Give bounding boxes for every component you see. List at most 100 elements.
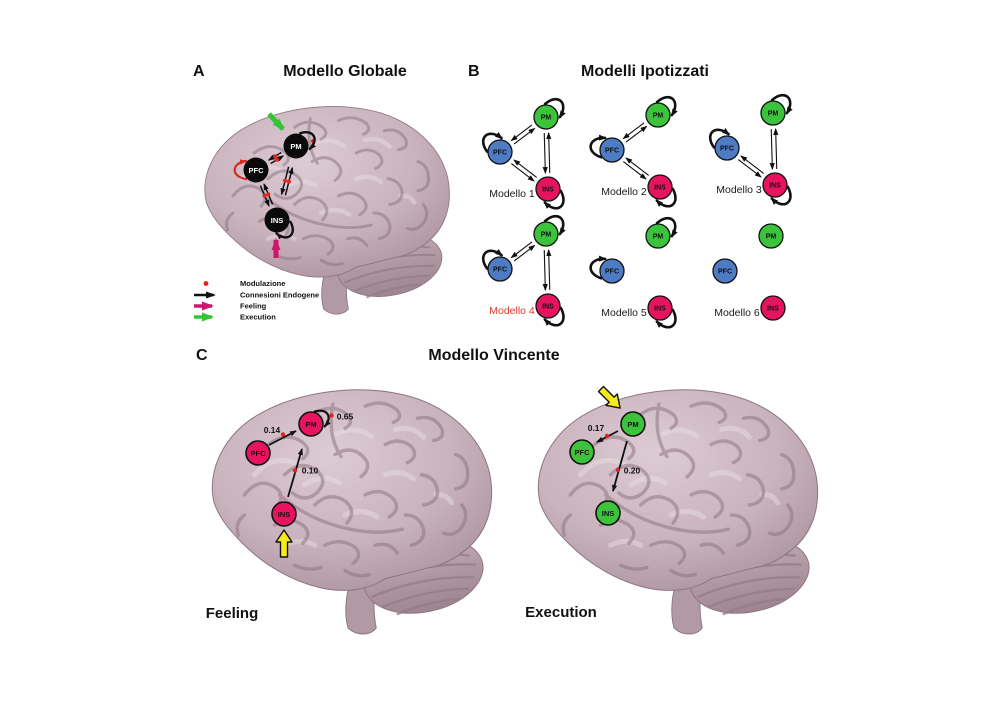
node-ins-label: INS bbox=[271, 216, 284, 225]
node-pm-label: PM bbox=[305, 420, 316, 429]
node-pfc bbox=[487, 139, 513, 165]
node-pfc-label: PFC bbox=[720, 146, 734, 153]
panel-a-nodes: PFC PM INS bbox=[243, 133, 309, 233]
legend-red-dot-icon bbox=[203, 281, 209, 286]
self-loop bbox=[655, 308, 677, 329]
node-pm bbox=[620, 411, 646, 437]
self-loop bbox=[543, 97, 566, 119]
node-pfc bbox=[487, 256, 513, 282]
connection-arrow bbox=[546, 248, 552, 290]
execution-caption: Execution bbox=[525, 604, 597, 621]
node-ins bbox=[647, 295, 673, 321]
panel-a-legend: Modulazione Connesioni Endogene Feeling … bbox=[194, 279, 319, 322]
node-ins bbox=[535, 176, 561, 202]
model-label: Modello 6 bbox=[714, 307, 760, 319]
node-ins bbox=[760, 295, 786, 321]
node-ins bbox=[264, 207, 290, 233]
legend-label-execution: Execution bbox=[240, 313, 276, 322]
node-pm bbox=[645, 102, 671, 128]
yellow-input-arrow bbox=[597, 385, 621, 409]
connection-arrow bbox=[542, 133, 548, 175]
self-loop bbox=[543, 306, 565, 327]
yellow-input-arrow bbox=[275, 529, 293, 558]
feeling-network: 0.14 0.65 0.10 PFC PM INS bbox=[245, 409, 354, 558]
panel-a-network: PFC PM INS Modulazione Connesioni Endoge… bbox=[194, 112, 319, 322]
self-loop bbox=[543, 189, 565, 210]
param-ins-pm: 0.10 bbox=[302, 466, 319, 476]
node-pm-label: PM bbox=[653, 234, 664, 241]
node-pm-label: PM bbox=[290, 142, 301, 151]
legend-label-endogenous: Connesioni Endogene bbox=[240, 291, 319, 300]
node-ins-label: INS bbox=[769, 183, 781, 190]
param-pfc-pm: 0.14 bbox=[264, 425, 281, 435]
node-ins bbox=[271, 501, 297, 527]
self-loop bbox=[655, 95, 678, 117]
panel-c-label: C bbox=[196, 347, 208, 364]
panel-b-models: PM PFC INS Modello 1 PM PFC INS Modello 2 PM PFC I… bbox=[481, 93, 793, 329]
connection-arrow bbox=[740, 155, 765, 174]
ins-self-loop bbox=[275, 220, 294, 240]
modulation-dots bbox=[604, 433, 621, 473]
execution-input-arrow bbox=[267, 112, 285, 131]
self-loop bbox=[708, 128, 731, 149]
node-pm bbox=[645, 223, 671, 249]
pfc-self-loop bbox=[233, 159, 248, 181]
pm-to-ins-arrow bbox=[612, 440, 628, 492]
node-pfc bbox=[714, 135, 740, 161]
connection-arrow bbox=[542, 250, 548, 292]
model-label: Modello 3 bbox=[716, 184, 762, 196]
legend-label-modulation: Modulazione bbox=[240, 279, 285, 288]
connection-arrow bbox=[737, 159, 762, 178]
param-pm-self: 0.65 bbox=[337, 412, 354, 422]
connection-arrow bbox=[546, 131, 552, 173]
connection-arrow bbox=[769, 129, 775, 171]
node-ins-label: INS bbox=[654, 185, 666, 192]
node-pfc bbox=[569, 439, 595, 465]
connection-arrow bbox=[513, 127, 536, 145]
node-ins-label: INS bbox=[278, 510, 291, 519]
node-pm-label: PM bbox=[541, 232, 552, 239]
model-modello-1: PM PFC INS Modello 1 bbox=[481, 97, 566, 210]
node-pfc-label: PFC bbox=[575, 448, 591, 457]
node-pfc-label: PFC bbox=[493, 150, 507, 157]
legend-label-feeling: Feeling bbox=[240, 302, 267, 311]
model-label: Modello 5 bbox=[601, 307, 647, 319]
node-pm bbox=[758, 223, 784, 249]
node-ins bbox=[535, 293, 561, 319]
param-pm-pfc: 0.17 bbox=[588, 423, 605, 433]
feeling-caption: Feeling bbox=[205, 605, 259, 622]
node-pfc bbox=[599, 137, 625, 163]
self-loop bbox=[481, 132, 504, 153]
node-pm-label: PM bbox=[766, 234, 777, 241]
node-pm bbox=[298, 411, 324, 437]
model-modello-2: PM PFC INS Modello 2 bbox=[589, 95, 678, 208]
node-pm-label: PM bbox=[653, 113, 664, 120]
node-ins-label: INS bbox=[542, 187, 554, 194]
node-pm bbox=[760, 100, 786, 126]
node-pfc-label: PFC bbox=[718, 269, 732, 276]
connection-arrow bbox=[625, 157, 650, 176]
node-ins-label: INS bbox=[767, 306, 779, 313]
node-ins-label: INS bbox=[654, 306, 666, 313]
model-modello-6: PM PFC INS Modello 6 bbox=[712, 223, 786, 321]
model-label: Modello 1 bbox=[489, 188, 535, 200]
node-ins bbox=[762, 172, 788, 198]
node-pfc-label: PFC bbox=[605, 148, 619, 155]
self-loop bbox=[589, 134, 607, 159]
panel-b-label: B bbox=[468, 63, 480, 80]
self-loop bbox=[589, 255, 607, 280]
model-label: Modello 2 bbox=[601, 186, 647, 198]
node-pfc-label: PFC bbox=[493, 267, 507, 274]
self-loop bbox=[770, 185, 792, 206]
self-loop bbox=[655, 216, 678, 238]
self-loop bbox=[770, 93, 793, 115]
node-pfc bbox=[599, 258, 625, 284]
node-pfc-label: PFC bbox=[605, 269, 619, 276]
node-pm-label: PM bbox=[541, 115, 552, 122]
panel-a-label: A bbox=[193, 63, 205, 80]
execution-network: 0.17 0.20 PFC PM INS bbox=[569, 385, 646, 526]
connection-arrow bbox=[625, 125, 648, 143]
